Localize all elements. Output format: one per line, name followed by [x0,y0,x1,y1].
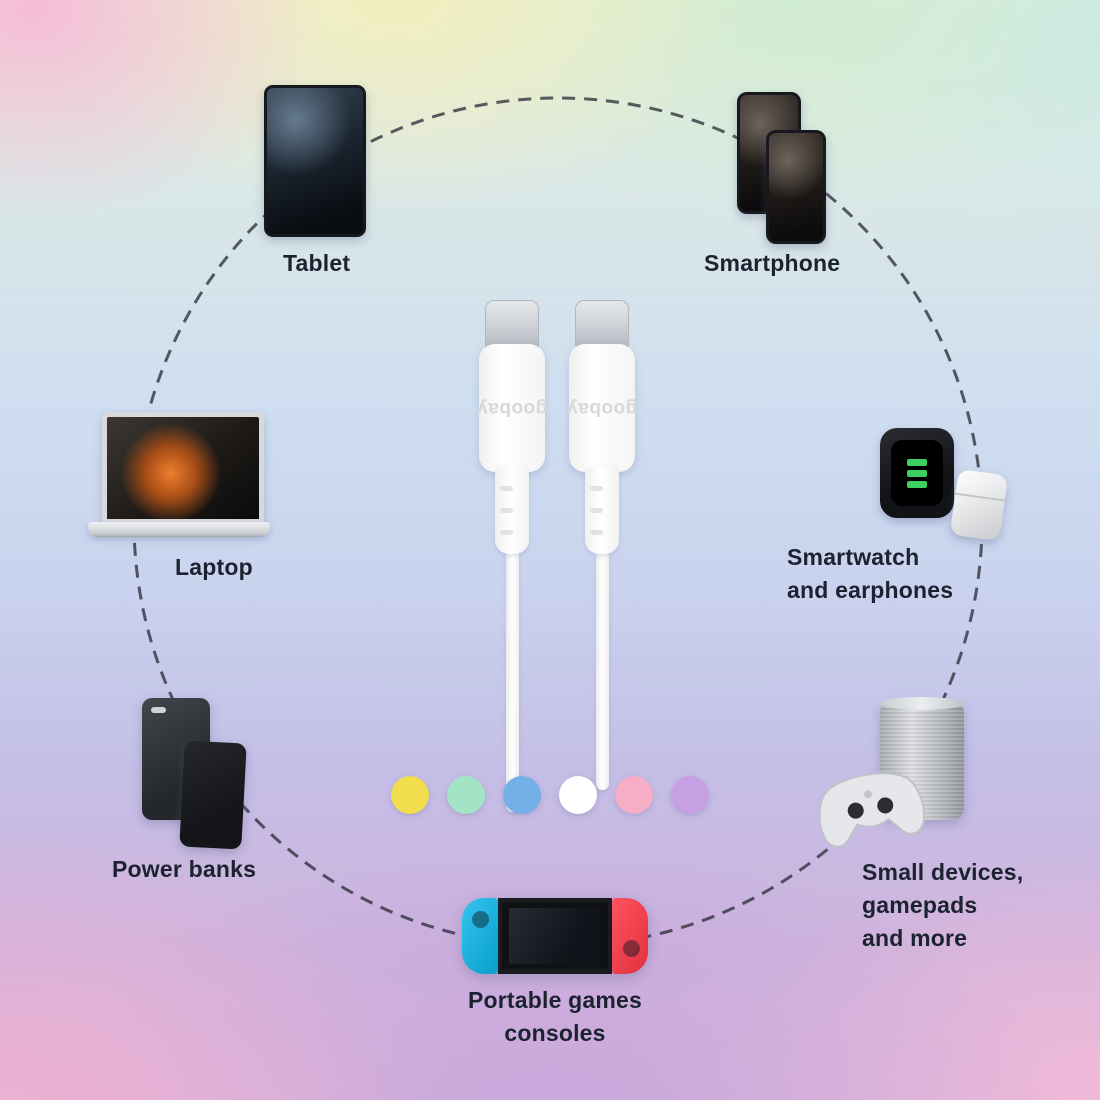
brand-logo: goobay [566,398,638,419]
brand-logo: goobay [476,398,548,419]
cable-cord [595,550,609,790]
usb-c-connector-left: goobay [476,300,548,812]
gamepad-icon [818,772,926,848]
color-dot-white [559,776,597,814]
strain-relief [495,466,529,554]
usb-c-plug-body: goobay [566,344,638,472]
joycon-right [611,898,648,974]
cable-cord [505,550,519,812]
tablet-icon [264,85,366,237]
usb-c-connector-right: goobay [566,300,638,790]
usb-c-plug-tip [575,300,629,348]
console-screen [498,898,612,974]
smartwatch-screen [891,440,943,506]
smartwatch-icon [880,428,954,518]
smartphone-label: Smartphone [704,250,841,276]
usb-c-plug-body: goobay [476,344,548,472]
color-dot-purple [671,776,709,814]
color-dot-pink [615,776,653,814]
laptop-label: Laptop [175,554,253,580]
earphones-case-icon [949,468,1009,542]
power-bank-icon-front [179,740,247,850]
power-banks-label: Power banks [112,856,257,882]
tablet-label: Tablet [283,250,351,276]
color-dot-blue [503,776,541,814]
games-console-icon [462,898,648,974]
strain-relief [585,466,619,554]
laptop-screen [102,412,264,522]
color-dot-mint [447,776,485,814]
laptop-base [88,522,270,537]
usb-c-plug-tip [485,300,539,348]
color-variant-dots [391,776,709,814]
color-dot-yellow [391,776,429,814]
smartphone-icon-front [766,130,826,244]
joycon-left [462,898,499,974]
laptop-icon [88,412,270,537]
